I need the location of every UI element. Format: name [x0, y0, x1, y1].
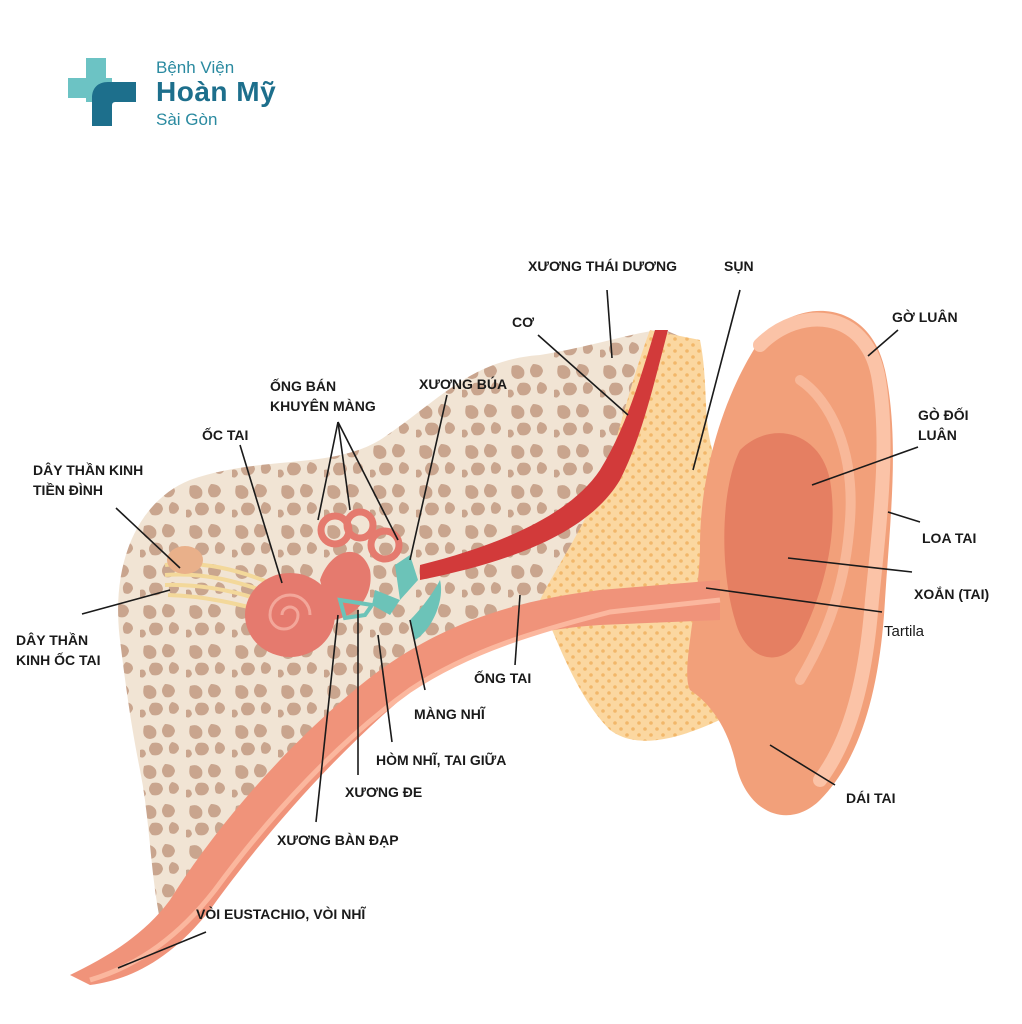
label-dai-tai: DÁI TAI — [846, 790, 896, 806]
label-sun: SỤN — [724, 258, 754, 274]
label-ong-ban-khuyen-1: ỐNG BÁN — [270, 378, 337, 394]
label-co: CƠ — [512, 314, 535, 330]
brand-line3: Sài Gòn — [156, 110, 218, 129]
label-xuong-bua: XƯƠNG BÚA — [419, 376, 508, 392]
label-mang-nhi: MÀNG NHĨ — [414, 706, 485, 722]
temporal-bone — [118, 330, 702, 920]
label-hom-nhi: HÒM NHĨ, TAI GIỮA — [376, 752, 507, 768]
label-xuong-de: XƯƠNG ĐE — [345, 784, 423, 800]
label-go-luan: GỜ LUÂN — [892, 309, 958, 325]
label-xuong-ban-dap: XƯƠNG BÀN ĐẠP — [277, 832, 399, 848]
label-xoan-tai: XOẮN (TAI) — [914, 586, 990, 602]
antihelix — [795, 375, 856, 685]
ear-canal-tube — [70, 580, 720, 985]
helix-rim — [753, 312, 891, 787]
label-day-than-kinh-oc-tai-2: KINH ỐC TAI — [16, 652, 101, 668]
label-voi-eustachio: VÒI EUSTACHIO, VÒI NHĨ — [196, 906, 366, 922]
label-go-doi-luan-1: GÒ ĐỐI — [918, 407, 969, 423]
muscle — [420, 330, 668, 580]
leader-lines — [81, 289, 921, 969]
label-ong-tai: ỐNG TAI — [474, 670, 532, 686]
label-day-than-kinh-tien-dinh-1: DÂY THẦN KINH — [33, 462, 144, 478]
medical-cross-icon — [68, 58, 136, 126]
label-tartila: Tartila — [884, 623, 925, 640]
label-oc-tai: ỐC TAI — [202, 427, 249, 443]
label-ong-ban-khuyen-2: KHUYÊN MÀNG — [270, 398, 376, 414]
label-go-doi-luan-2: LUÂN — [918, 427, 957, 443]
semicircular-canals — [317, 508, 403, 563]
label-day-than-kinh-oc-tai-1: DÂY THẦN — [16, 632, 89, 648]
brand-line1: Bệnh Viện — [156, 58, 235, 77]
brand-name: Hoàn Mỹ — [156, 76, 277, 107]
label-day-than-kinh-tien-dinh-2: TIỀN ĐÌNH — [33, 482, 103, 498]
hospital-logo: Bệnh Viện Hoàn Mỹ Sài Gòn — [68, 58, 308, 133]
ossicles — [337, 555, 442, 640]
label-loa-tai: LOA TAI — [922, 530, 977, 546]
label-xuong-thai-duong: XƯƠNG THÁI DƯƠNG — [528, 258, 678, 274]
